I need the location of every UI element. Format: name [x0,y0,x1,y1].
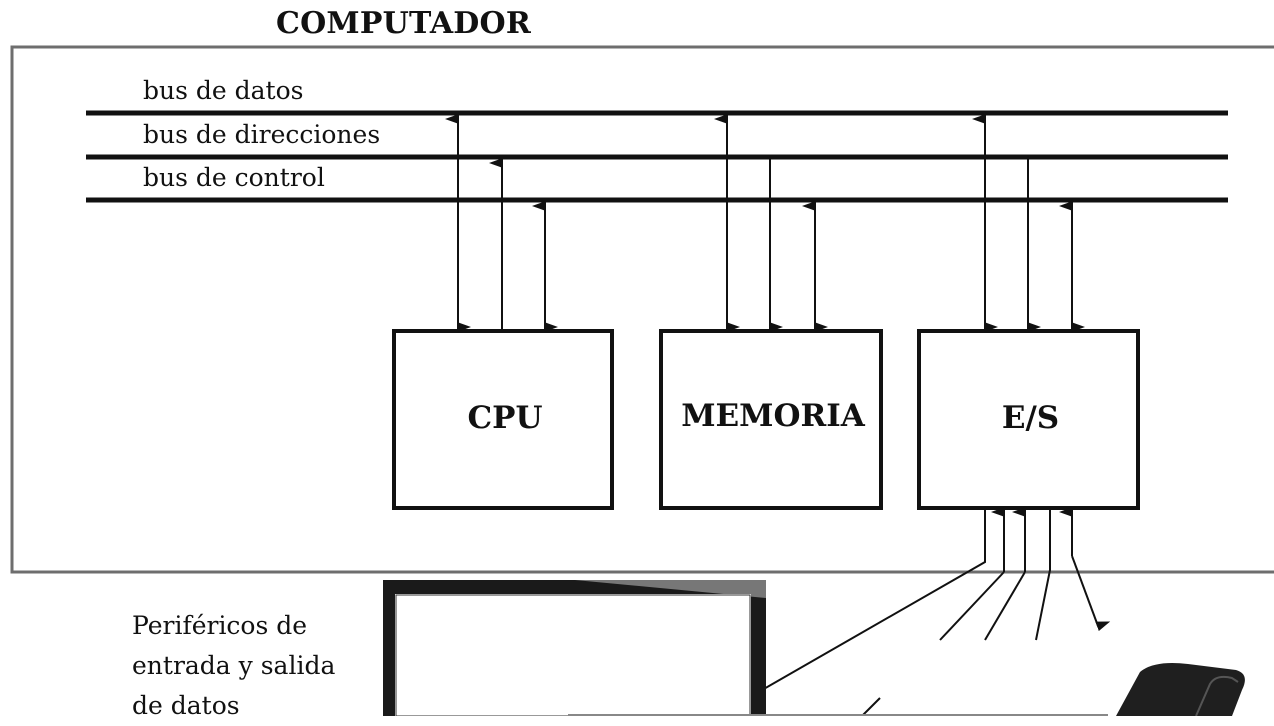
monitor-icon [383,580,766,717]
computer-frame [10,45,1274,574]
keyboard-icon [568,714,1108,716]
peripheral-link-6 [861,697,881,717]
peripheral-link-2-tail [939,571,1005,641]
memory-label: MEMORIA [681,398,865,434]
diagram-title: COMPUTADOR [276,6,531,41]
cpu-box [392,329,614,510]
peripherals-caption-line: entrada y salida [132,651,336,680]
peripheral-link-1 [761,510,986,691]
cpu-label: CPU [467,400,543,436]
data-bus-label: bus de datos [143,76,304,105]
io-label: E/S [1001,400,1060,436]
memory-box [659,329,883,510]
peripherals-caption-line: Periféricos de [132,611,308,640]
mouse-icon [1116,663,1245,717]
address-bus-label: bus de direcciones [143,120,381,149]
peripheral-link-3-tail [984,571,1026,641]
peripheral-link-5-out [1071,555,1111,632]
peripherals-caption-line: de datos [132,691,240,720]
peripheral-link-4 [1035,510,1051,641]
control-bus-label: bus de control [143,163,325,192]
peripherals-caption: Periféricos de entrada y salida de datos [132,606,335,726]
